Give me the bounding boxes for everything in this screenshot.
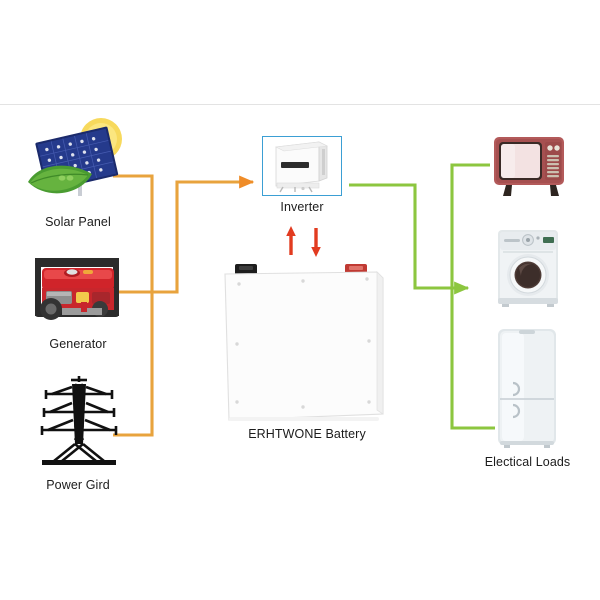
battery-cabinet-icon: [217, 262, 397, 430]
refrigerator-icon: [495, 327, 559, 449]
wire-loads-riser: [450, 163, 495, 430]
retro-television-icon: [492, 135, 566, 197]
inverter-label: Inverter: [280, 200, 324, 214]
generator-icon: [26, 252, 130, 332]
top-divider: [0, 104, 600, 105]
solar-panel-label: Solar Panel: [45, 215, 111, 229]
electrical-loads-label: Electical Loads: [484, 455, 571, 469]
battery-label: ERHTWONE Battery: [248, 427, 366, 441]
battery-charge-discharge-arrows: [286, 226, 321, 257]
solar-panel-icon: [22, 112, 134, 208]
inverter-frame[interactable]: [262, 136, 342, 196]
washing-machine-icon: [495, 228, 561, 308]
generator-label: Generator: [49, 337, 107, 351]
power-grid-label: Power Gird: [46, 478, 110, 492]
power-grid-tower-icon: [34, 368, 124, 468]
inverter-icon: [274, 141, 329, 193]
